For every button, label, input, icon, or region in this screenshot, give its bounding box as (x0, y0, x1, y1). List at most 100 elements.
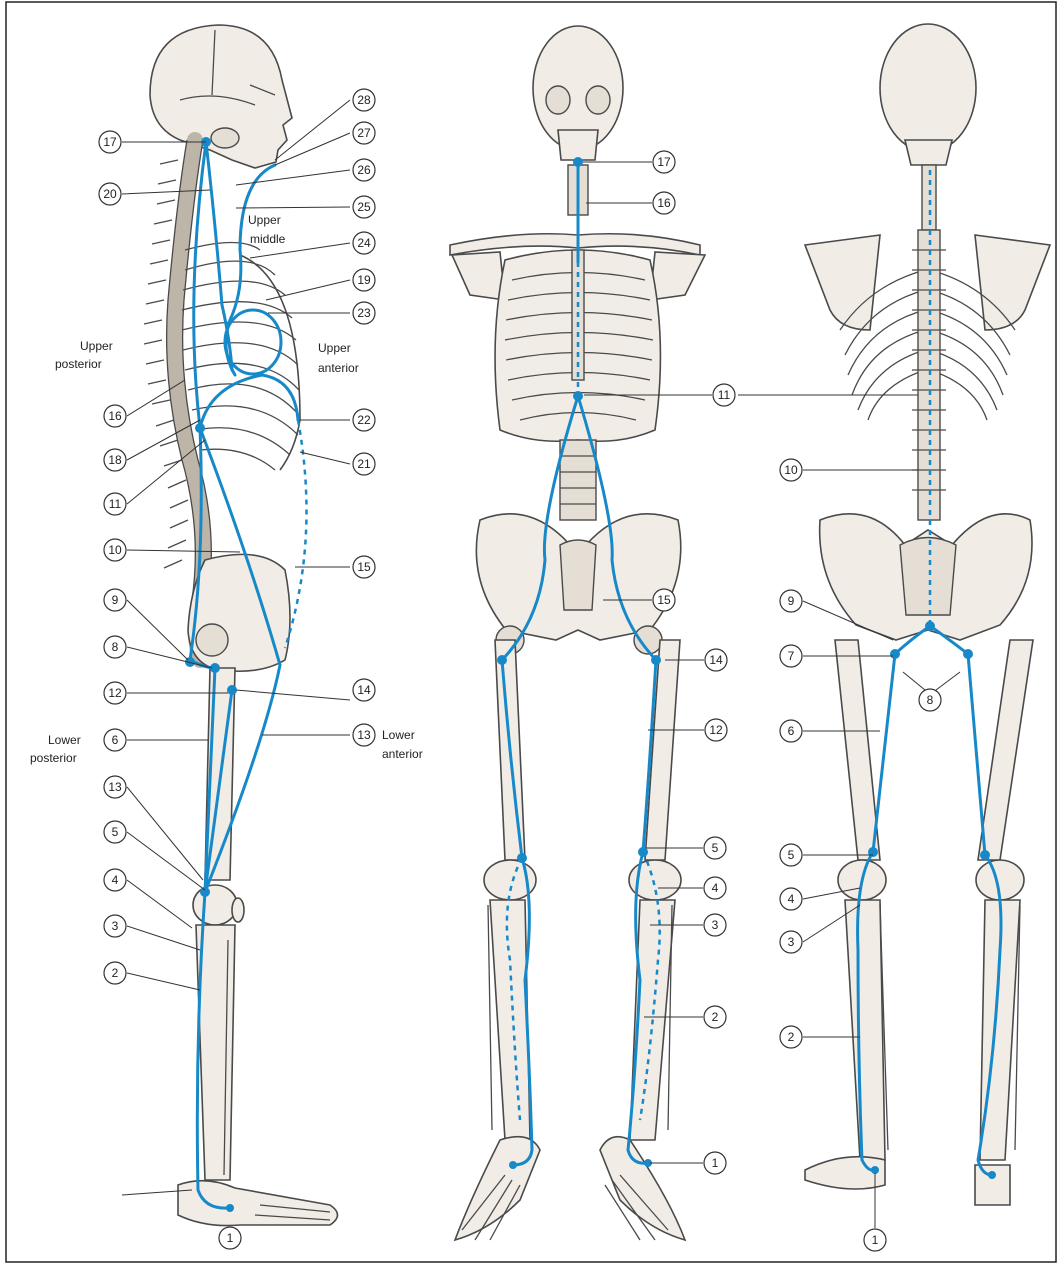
marker-22: 22 (353, 409, 375, 431)
marker-12: 12 (705, 719, 727, 741)
marker-12: 12 (104, 682, 126, 704)
svg-text:4: 4 (712, 881, 719, 895)
svg-text:5: 5 (112, 825, 119, 839)
svg-text:2: 2 (112, 966, 119, 980)
marker-1: 1 (704, 1152, 726, 1174)
label-lower-posterior-1: Lower (48, 733, 81, 747)
svg-text:11: 11 (109, 497, 122, 511)
svg-text:7: 7 (788, 649, 795, 663)
marker-14: 14 (705, 649, 727, 671)
svg-text:22: 22 (357, 413, 371, 427)
svg-text:26: 26 (357, 163, 371, 177)
marker-16: 16 (653, 192, 675, 214)
svg-text:16: 16 (108, 409, 122, 423)
label-lower-anterior-1: Lower (382, 728, 415, 742)
marker-9: 9 (780, 590, 802, 612)
svg-text:2: 2 (712, 1010, 719, 1024)
marker-26: 26 (353, 159, 375, 181)
marker-7: 7 (780, 645, 802, 667)
marker-10: 10 (104, 539, 126, 561)
marker-24: 24 (353, 232, 375, 254)
svg-text:24: 24 (357, 236, 371, 250)
svg-text:8: 8 (927, 693, 934, 707)
label-lower-posterior-2: posterior (30, 751, 77, 765)
svg-text:23: 23 (357, 306, 371, 320)
marker-3: 3 (780, 931, 802, 953)
label-upper-anterior-1: Upper (318, 341, 351, 355)
svg-text:28: 28 (357, 93, 371, 107)
svg-text:9: 9 (112, 593, 119, 607)
marker-1: 1 (864, 1229, 886, 1251)
marker-6: 6 (104, 729, 126, 751)
svg-text:27: 27 (357, 126, 371, 140)
marker-27: 27 (353, 122, 375, 144)
marker-5: 5 (780, 844, 802, 866)
posterior-skeleton (805, 24, 1050, 1205)
svg-text:17: 17 (657, 155, 671, 169)
svg-text:14: 14 (709, 653, 723, 667)
marker-8: 8 (919, 689, 941, 711)
marker-5: 5 (104, 821, 126, 843)
svg-text:13: 13 (108, 780, 122, 794)
marker-18: 18 (104, 449, 126, 471)
marker-28: 28 (353, 89, 375, 111)
marker-1: 1 (219, 1227, 241, 1249)
svg-text:1: 1 (712, 1156, 719, 1170)
marker-17: 17 (653, 151, 675, 173)
marker-2: 2 (704, 1006, 726, 1028)
marker-20: 20 (99, 183, 121, 205)
label-upper-middle-2: middle (250, 232, 286, 246)
marker-2: 2 (104, 962, 126, 984)
marker-10: 10 (780, 459, 802, 481)
marker-15: 15 (653, 589, 675, 611)
svg-text:19: 19 (357, 273, 371, 287)
marker-19: 19 (353, 269, 375, 291)
label-upper-middle-1: Upper (248, 213, 281, 227)
svg-text:12: 12 (709, 723, 723, 737)
label-upper-anterior-2: anterior (318, 361, 359, 375)
svg-text:1: 1 (872, 1233, 879, 1247)
svg-text:4: 4 (112, 873, 119, 887)
marker-4: 4 (704, 877, 726, 899)
svg-text:5: 5 (788, 848, 795, 862)
svg-text:17: 17 (103, 135, 117, 149)
svg-text:20: 20 (103, 187, 117, 201)
svg-text:2: 2 (788, 1030, 795, 1044)
marker-13-right: 13 (353, 724, 375, 746)
svg-text:1: 1 (227, 1231, 234, 1245)
marker-14: 14 (353, 679, 375, 701)
marker-9: 9 (104, 589, 126, 611)
svg-text:3: 3 (112, 919, 119, 933)
svg-text:3: 3 (712, 918, 719, 932)
svg-text:11: 11 (718, 388, 731, 402)
label-upper-posterior-1: Upper (80, 339, 113, 353)
marker-15: 15 (353, 556, 375, 578)
svg-text:3: 3 (788, 935, 795, 949)
marker-4: 4 (104, 869, 126, 891)
svg-text:14: 14 (357, 683, 371, 697)
svg-text:18: 18 (108, 453, 122, 467)
marker-2: 2 (780, 1026, 802, 1048)
marker-5: 5 (704, 837, 726, 859)
marker-11: 11 (104, 493, 126, 515)
marker-8: 8 (104, 636, 126, 658)
marker-6: 6 (780, 720, 802, 742)
svg-text:10: 10 (784, 463, 798, 477)
svg-text:6: 6 (788, 724, 795, 738)
marker-3: 3 (704, 914, 726, 936)
svg-text:15: 15 (357, 560, 371, 574)
marker-16: 16 (104, 405, 126, 427)
svg-text:25: 25 (357, 200, 371, 214)
marker-11: 11 (713, 384, 735, 406)
svg-text:9: 9 (788, 594, 795, 608)
svg-text:16: 16 (657, 196, 671, 210)
lateral-skeleton (144, 25, 338, 1226)
svg-text:4: 4 (788, 892, 795, 906)
svg-text:5: 5 (712, 841, 719, 855)
svg-text:12: 12 (108, 686, 122, 700)
marker-13-left: 13 (104, 776, 126, 798)
svg-text:15: 15 (657, 593, 671, 607)
marker-25: 25 (353, 196, 375, 218)
svg-text:21: 21 (357, 457, 371, 471)
